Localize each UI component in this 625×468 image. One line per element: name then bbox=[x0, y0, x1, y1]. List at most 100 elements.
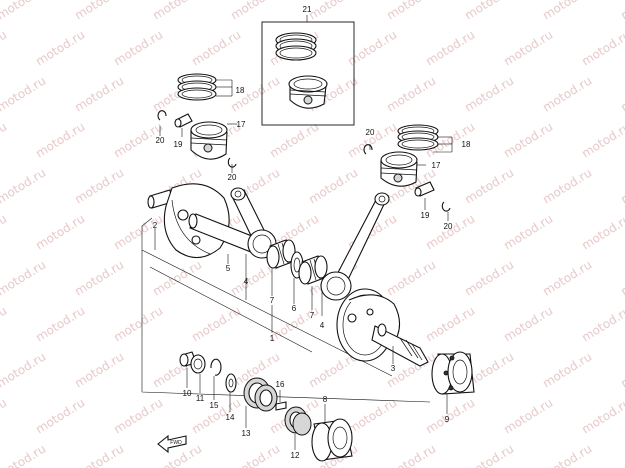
watermark-text: motod.ru bbox=[579, 395, 625, 436]
watermark-text: motod.ru bbox=[579, 27, 625, 68]
pinion-gear bbox=[284, 406, 312, 436]
left-piston-rings bbox=[177, 73, 217, 101]
right-connecting-rod bbox=[320, 192, 390, 301]
watermark-text: motod.ru bbox=[501, 211, 555, 252]
watermark-text: motod.ru bbox=[0, 441, 48, 468]
callout-21: 21 bbox=[303, 5, 312, 14]
watermark-text: motod.ru bbox=[0, 303, 9, 344]
watermark-text: motod.ru bbox=[423, 395, 477, 436]
watermark-text: motod.ru bbox=[423, 27, 477, 68]
watermark-text: motod.ru bbox=[0, 119, 9, 160]
callout-18-left: 18 bbox=[236, 86, 245, 95]
watermark-text: motod.ru bbox=[540, 73, 594, 114]
fwd-label: FWD bbox=[170, 440, 182, 446]
watermark-text: motod.ru bbox=[189, 303, 243, 344]
piston-kit-box bbox=[261, 21, 355, 126]
watermark-text: motod.ru bbox=[111, 211, 165, 252]
watermark-text: motod.ru bbox=[462, 441, 516, 468]
watermark-text: motod.ru bbox=[540, 0, 594, 23]
callout-18-right: 18 bbox=[462, 140, 471, 149]
watermark-text: motod.ru bbox=[501, 395, 555, 436]
watermark-text: motod.ru bbox=[540, 257, 594, 298]
watermark-text: motod.ru bbox=[33, 119, 87, 160]
watermark-text: motod.ru bbox=[228, 441, 282, 468]
right-piston bbox=[380, 151, 418, 187]
callout-11: 11 bbox=[196, 394, 205, 403]
watermark-text: motod.ru bbox=[618, 441, 625, 468]
watermark-text: motod.ru bbox=[33, 27, 87, 68]
watermark-text: motod.ru bbox=[111, 303, 165, 344]
watermark-text: motod.ru bbox=[501, 119, 555, 160]
callout-4-right: 4 bbox=[320, 321, 325, 330]
callout-16: 16 bbox=[276, 380, 285, 389]
watermark-text: motod.ru bbox=[384, 73, 438, 114]
callout-19-right: 19 bbox=[421, 211, 430, 220]
callout-12: 12 bbox=[291, 451, 300, 460]
watermark-text: motod.ru bbox=[0, 27, 9, 68]
leader-lines bbox=[154, 228, 448, 450]
watermark-text: motod.ru bbox=[462, 165, 516, 206]
circlip bbox=[210, 358, 222, 376]
watermark-text: motod.ru bbox=[150, 0, 204, 23]
callout-20-left-top: 20 bbox=[156, 136, 165, 145]
callout-20-right-top: 20 bbox=[366, 128, 375, 137]
watermark-text: motod.ru bbox=[72, 165, 126, 206]
watermark-text: motod.ru bbox=[228, 0, 282, 23]
right-piston-group bbox=[363, 124, 453, 221]
watermark-text: motod.ru bbox=[72, 0, 126, 23]
woodruff-key bbox=[275, 401, 287, 411]
watermark-text: motod.ru bbox=[345, 395, 399, 436]
watermark-text: motod.ru bbox=[384, 441, 438, 468]
right-piston-clip-top bbox=[363, 144, 373, 155]
callout-4-left: 4 bbox=[244, 277, 249, 286]
needle-bearing-left bbox=[266, 239, 296, 269]
watermark-text: motod.ru bbox=[0, 73, 48, 114]
watermark-text: motod.ru bbox=[540, 441, 594, 468]
watermark-text: motod.ru bbox=[618, 257, 625, 298]
piston-kit-group bbox=[261, 15, 355, 126]
watermark-text: motod.ru bbox=[618, 0, 625, 23]
right-crank-half bbox=[336, 288, 429, 367]
left-piston-group bbox=[157, 73, 237, 173]
watermark-text: motod.ru bbox=[462, 0, 516, 23]
watermark-text: motod.ru bbox=[618, 73, 625, 114]
watermark-text: motod.ru bbox=[0, 395, 9, 436]
watermark-text: motod.ru bbox=[462, 257, 516, 298]
watermark-text: motod.ru bbox=[72, 441, 126, 468]
callout-6: 6 bbox=[292, 304, 297, 313]
callout-numbers: 21 18 17 20 19 20 20 18 17 19 20 2 5 4 7… bbox=[153, 5, 471, 460]
watermark-text: motod.ru bbox=[0, 257, 48, 298]
callout-20-right-bottom: 20 bbox=[444, 222, 453, 231]
watermark-text: motod.ru bbox=[423, 211, 477, 252]
callout-9: 9 bbox=[445, 415, 450, 424]
watermark-text: motod.ru bbox=[0, 349, 48, 390]
callout-7-left: 7 bbox=[270, 296, 275, 305]
watermark-text: motod.ru bbox=[579, 119, 625, 160]
watermark-text: motod.ru bbox=[72, 257, 126, 298]
watermark-text: motod.ru bbox=[267, 119, 321, 160]
callout-17-left: 17 bbox=[237, 120, 246, 129]
callout-13: 13 bbox=[242, 429, 251, 438]
watermark-text: motod.ru bbox=[345, 27, 399, 68]
right-piston-rings bbox=[397, 124, 439, 151]
watermark-text: motod.ru bbox=[0, 211, 9, 252]
watermark-text: motod.ru bbox=[423, 303, 477, 344]
watermark-text: motod.ru bbox=[384, 257, 438, 298]
callout-20-left-bottom: 20 bbox=[228, 173, 237, 182]
needle-bearing-right bbox=[298, 255, 328, 285]
watermark-text: motod.ru bbox=[111, 395, 165, 436]
watermark-text: motod.ru bbox=[0, 165, 48, 206]
watermark-text: motod.ru bbox=[33, 395, 87, 436]
watermark-text: motod.ru bbox=[111, 27, 165, 68]
left-piston-pin bbox=[174, 113, 193, 128]
right-piston-clip-bottom bbox=[441, 201, 451, 212]
callout-2: 2 bbox=[153, 221, 158, 230]
watermark-text: motod.ru bbox=[501, 303, 555, 344]
watermark-text: motod.ru bbox=[189, 27, 243, 68]
callout-14: 14 bbox=[226, 413, 235, 422]
piston-kit-rings bbox=[275, 32, 317, 61]
callout-3: 3 bbox=[391, 364, 396, 373]
watermark-text: motod.ru bbox=[618, 165, 625, 206]
left-piston-clip-bottom bbox=[227, 157, 237, 168]
